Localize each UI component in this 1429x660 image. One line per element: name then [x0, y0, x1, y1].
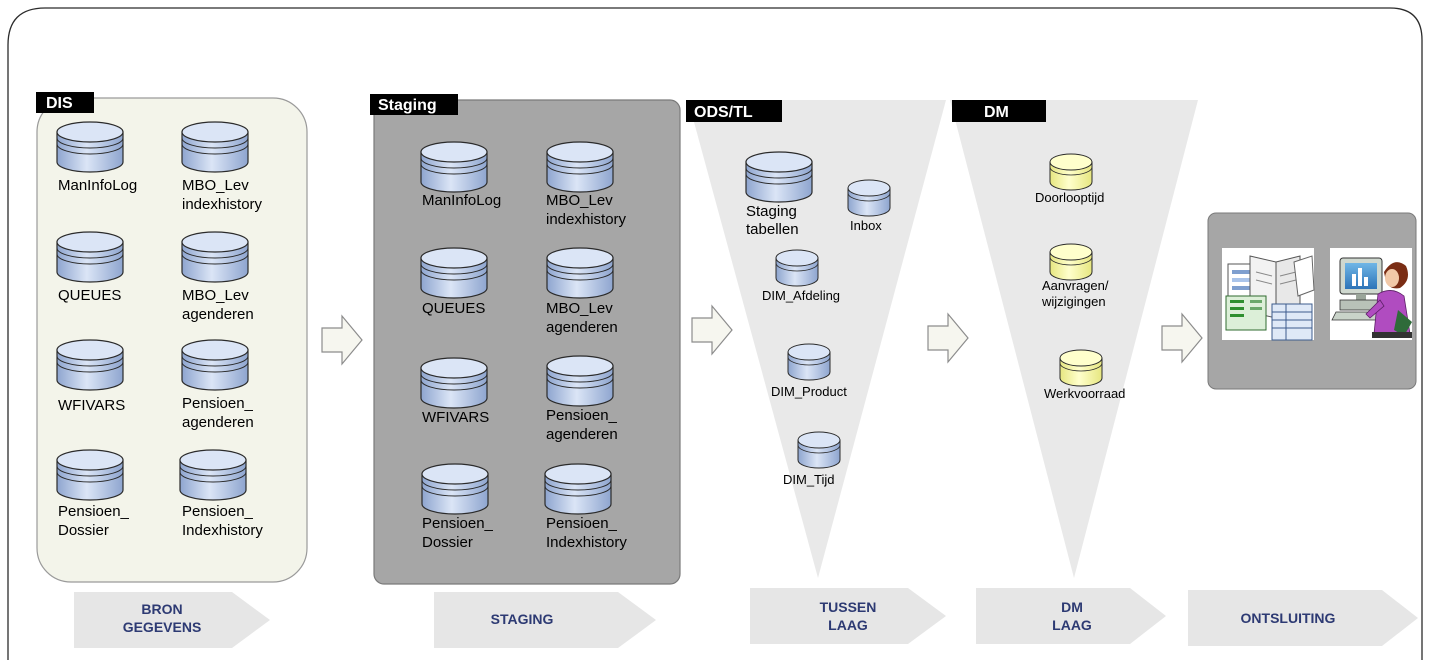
table-label: WFIVARS [422, 409, 489, 426]
database-icon [797, 431, 841, 469]
footer-arrow-tussen [750, 588, 946, 644]
database-icon [420, 357, 488, 409]
database-icon [181, 339, 249, 391]
table-label: Werkvoorraad [1044, 386, 1125, 401]
footer-label-staging: STAGING [491, 611, 554, 627]
database-icon [1049, 243, 1093, 281]
table-label: DIM_Afdeling [762, 288, 840, 303]
database-icon [787, 343, 831, 381]
database-icon [1059, 349, 1103, 387]
footer-arrow-ontsluiting [1188, 590, 1418, 646]
ods-title-box [686, 100, 782, 122]
table-label: Pensioen_agenderen [182, 395, 254, 431]
dis-title-box [36, 92, 94, 113]
footer-arrow-staging [434, 592, 656, 648]
database-icon [546, 141, 614, 193]
database-icon [544, 463, 612, 515]
database-icon [420, 141, 488, 193]
database-icon [546, 247, 614, 299]
database-icon [421, 463, 489, 515]
dm-tables: Doorlooptijd Aanvragen/wijzigingen Werkv… [1035, 153, 1125, 401]
database-icon [56, 231, 124, 283]
database-icon [847, 179, 891, 217]
table-label: QUEUES [422, 300, 485, 317]
table-label: Inbox [850, 218, 882, 233]
table-label: Pensioen_agenderen [546, 407, 618, 443]
database-icon [420, 247, 488, 299]
table-label: Pensioen_Indexhistory [546, 515, 627, 551]
ods-funnel [688, 100, 946, 578]
table-label: ManInfoLog [58, 177, 137, 194]
dm-title-box [952, 100, 1046, 122]
table-label: DIM_Product [771, 384, 847, 399]
database-icon [546, 355, 614, 407]
footer-arrow-dm [976, 588, 1166, 644]
table-label: QUEUES [58, 287, 121, 304]
database-icon [56, 449, 124, 501]
database-icon [179, 449, 247, 501]
database-icon [56, 339, 124, 391]
dm-funnel [950, 100, 1198, 578]
staging-title-box [370, 94, 458, 115]
table-label: Pensioen_Dossier [422, 515, 494, 551]
staging-title: Staging [378, 97, 437, 114]
table-label: Doorlooptijd [1035, 190, 1104, 205]
table-label: Aanvragen/wijzigingen [1041, 278, 1109, 309]
table-label: Pensioen_Dossier [58, 503, 130, 539]
database-icon [181, 121, 249, 173]
database-icon [745, 151, 813, 203]
database-icon [181, 231, 249, 283]
reports-icon [1222, 248, 1315, 341]
table-label: ManInfoLog [422, 192, 501, 209]
ods-title: ODS/TL [694, 104, 753, 121]
footer-label-ontsluiting: ONTSLUITING [1241, 610, 1336, 626]
database-icon [56, 121, 124, 173]
dis-title: DIS [46, 95, 73, 112]
dm-title: DM [984, 104, 1009, 121]
database-icon [1049, 153, 1093, 191]
user-at-computer-icon [1330, 248, 1412, 340]
database-icon [775, 249, 819, 287]
table-label: WFIVARS [58, 397, 125, 414]
staging-panel [373, 99, 681, 585]
table-label: Pensioen_Indexhistory [182, 503, 263, 539]
footer-arrow-bron [74, 592, 270, 648]
table-label: DIM_Tijd [783, 472, 835, 487]
